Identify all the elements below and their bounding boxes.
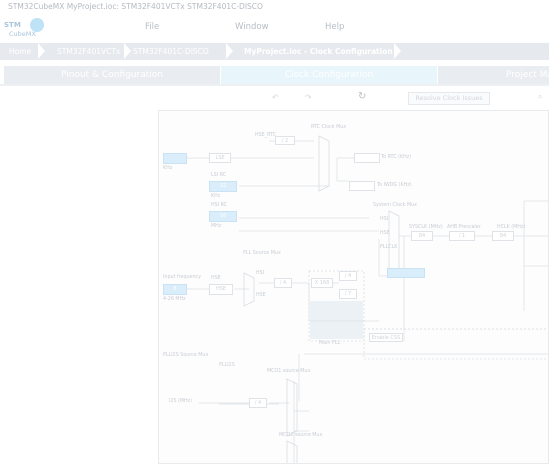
plli2s-label: PLLI2S (219, 363, 235, 368)
plli2s-m-divider[interactable]: / 4 (249, 398, 267, 408)
lse-unit-label: KHz (163, 166, 173, 171)
window-title: STM32CubeMX MyProject.ioc: STM32F401VCTx… (0, 0, 549, 14)
breadcrumb-mcu[interactable]: STM32F401VCTx (57, 47, 121, 56)
refresh-icon[interactable]: ↻ (358, 91, 367, 102)
hse-rtc-divider[interactable]: / 2 (275, 136, 295, 145)
breadcrumb-separator-icon (394, 43, 401, 59)
pll-source-mux-label: PLL Source Mux (243, 251, 281, 256)
pll-n-multiplier[interactable]: X 168 (311, 278, 333, 288)
lse-block: LSE (209, 153, 231, 163)
menu-bar (0, 14, 549, 42)
left-panel (0, 86, 158, 470)
hsi-rc-block[interactable]: 16 (209, 211, 237, 222)
system-clock-mux-label: System Clock Mux (373, 203, 417, 208)
clock-tree-canvas[interactable]: RTC Clock Mux HSE_RTC / 2 KHz LSE To RTC… (158, 110, 549, 464)
zoom-icon[interactable]: ⌕ (538, 92, 543, 101)
input-frequency-label: Input frequency (163, 275, 202, 280)
iwdg-output-field[interactable] (349, 181, 375, 191)
pll-q-divider[interactable]: / 7 (339, 289, 357, 299)
pll-m-divider[interactable]: / 4 (274, 278, 292, 288)
breadcrumb: Home STM32F401VCTx STM32F401C-DISCO MyPr… (0, 43, 549, 60)
rtc-clock-mux-label: RTC Clock Mux (311, 125, 347, 130)
logo-text-st: STM (4, 21, 21, 29)
tab-project-manager[interactable]: Project Manager (438, 66, 549, 84)
main-pll-label: Main PLL (319, 341, 341, 346)
sysclk-label: SYSCLK (MHz) (409, 225, 443, 230)
menu-help[interactable]: Help (325, 22, 345, 32)
hse-label: HSE (211, 276, 221, 281)
breadcrumb-board[interactable]: STM32F401C-DISCO (133, 47, 209, 56)
tab-clock-configuration[interactable]: Clock Configuration (221, 66, 437, 84)
input-frequency-field[interactable]: 8 (163, 284, 187, 295)
pllmux-hse-label: HSE (256, 293, 266, 298)
sysmux-hsi-label: HSI (380, 217, 389, 222)
resolve-clock-issues-button[interactable]: Resolve Clock Issues (408, 92, 490, 105)
menu-window[interactable]: Window (235, 22, 269, 32)
hsi-rc-label: HSI RC (211, 203, 228, 208)
breadcrumb-separator-icon (38, 43, 45, 59)
breadcrumb-separator-icon (226, 43, 233, 59)
hse-rtc-label: HSE_RTC (255, 133, 277, 138)
breadcrumb-home[interactable]: Home (9, 47, 32, 56)
mco1-source-mux-label: MCO1 source Mux (267, 369, 311, 374)
pllmux-hsi-label: HSI (256, 271, 265, 276)
redo-icon[interactable]: ↷ (305, 93, 312, 102)
breadcrumb-current[interactable]: MyProject.ioc - Clock Configuration (244, 47, 393, 56)
tab-pinout-configuration[interactable]: Pinout & Configuration (4, 66, 220, 84)
undo-icon[interactable]: ↶ (272, 93, 279, 102)
hclk-label: HCLK (MHz) (497, 225, 526, 230)
input-frequency-range: 4-26 MHz (163, 297, 186, 302)
i2s-label: I2S (MHz) (169, 399, 193, 404)
lsi-rc-block[interactable]: 32 (209, 181, 237, 192)
stm32cubemx-logo: STM CubeMX (4, 18, 44, 40)
breadcrumb-separator-icon (124, 43, 131, 59)
ahb-prescaler-label: AHB Prescaler (447, 225, 481, 230)
menu-file[interactable]: File (145, 22, 160, 32)
hse-block: HSE (209, 284, 233, 295)
lsi-rc-label: LSI RC (211, 173, 227, 178)
main-tabs: Pinout & Configuration Clock Configurati… (0, 66, 549, 84)
pll-p-divider[interactable]: / 4 (339, 271, 357, 281)
mco2-source-mux-label: MCO2 source Mux (279, 433, 323, 438)
sysmux-hse-label: HSE (380, 231, 390, 236)
tab-underline (0, 84, 549, 86)
hclk-field[interactable]: 84 (492, 231, 514, 241)
pllclk-indicator (387, 268, 425, 278)
hsi-unit-label: MHz (211, 224, 222, 229)
lse-input-field[interactable] (163, 153, 187, 164)
enable-css-button[interactable]: Enable CSS (369, 333, 403, 342)
logo-circle-icon (30, 18, 44, 32)
to-rtc-label: To RTC (KHz) (381, 155, 412, 160)
sysclk-field[interactable]: 84 (411, 231, 433, 241)
sysmux-pllclk-label: PLLCLK (380, 245, 398, 250)
lsi-unit-label: KHz (211, 194, 221, 199)
logo-text-cubemx: CubeMX (9, 30, 36, 38)
ahb-prescaler-select[interactable]: / 1 (449, 231, 475, 241)
rtc-output-field[interactable] (354, 153, 380, 163)
to-iwdg-label: To IWDG (KHz) (377, 183, 412, 188)
plli2s-source-mux-label: PLLI2S Source Mux (163, 353, 209, 358)
